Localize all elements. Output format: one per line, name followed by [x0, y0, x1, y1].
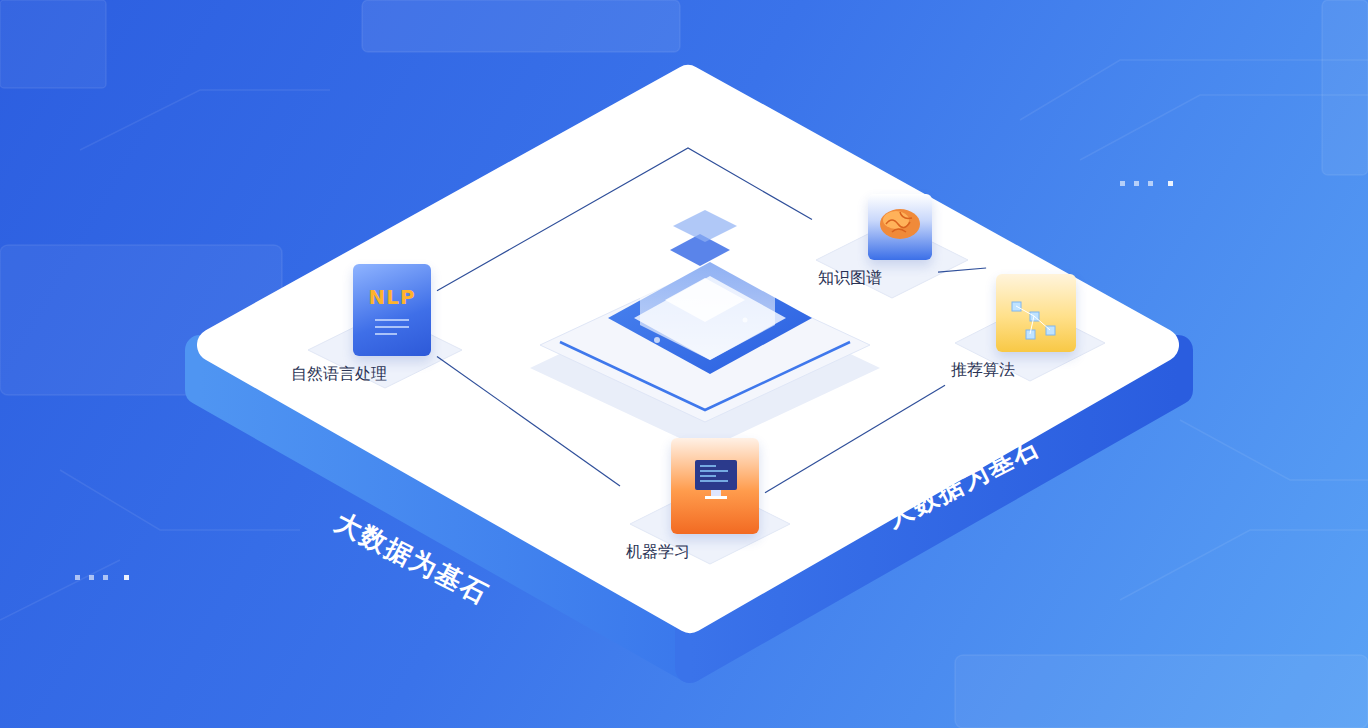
connector-line [437, 356, 620, 486]
card-label: 推荐算法 [951, 360, 1015, 379]
card-icon: NLP [353, 264, 431, 356]
service-card: NLP 自然语言处理 [285, 258, 437, 389]
service-card: 知识图谱 [812, 188, 938, 293]
icon-art [868, 194, 932, 260]
icon-art [671, 438, 759, 534]
service-card: 推荐算法 [945, 268, 1082, 385]
connector-line [938, 268, 986, 272]
card-icon [996, 274, 1076, 352]
connector-line [765, 385, 945, 493]
card-label: 自然语言处理 [291, 364, 387, 383]
icon-art [353, 264, 431, 356]
card-label: 知识图谱 [818, 268, 882, 287]
card-icon [868, 194, 932, 260]
service-card: 机器学习 [620, 432, 765, 567]
card-label: 机器学习 [626, 542, 690, 561]
icon-caption: NLP [368, 285, 415, 309]
center-stack [530, 160, 880, 450]
connector-line [437, 148, 812, 291]
card-icon [671, 438, 759, 534]
icon-art [996, 274, 1076, 352]
platform [200, 82, 1178, 668]
